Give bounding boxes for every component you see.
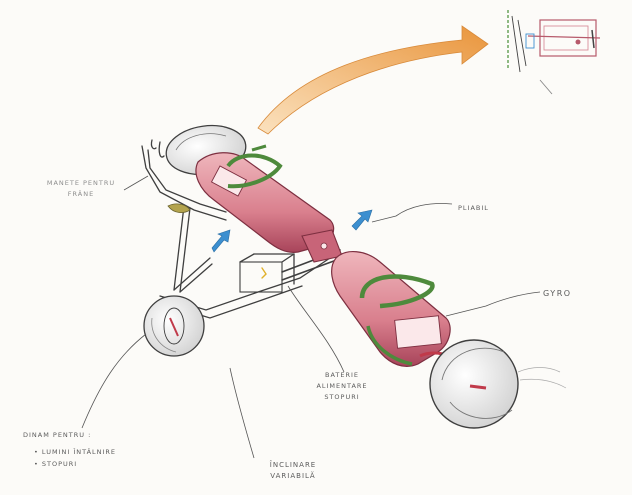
- dynamo-item-stops: • STOPURI: [34, 459, 77, 470]
- battery-label: BATERIE ALIMENTARE STOPURI: [300, 370, 384, 403]
- brake-clip: [168, 204, 190, 213]
- thumbnail-sketch: [508, 10, 600, 94]
- foldable-label: PLIABIL: [458, 203, 489, 214]
- variable-tilt-label: ÎNCLINARE VARIABILĂ: [238, 460, 348, 482]
- gyro-label: GYRO: [543, 288, 572, 299]
- brake-levers-label: MANETE PENTRU FRÂNE: [38, 178, 124, 200]
- scooter-wheel: [144, 296, 204, 356]
- dynamo-label: DINAM PENTRU :: [23, 430, 91, 441]
- dynamo-item-lights: • LUMINI ÎNTÂLNIRE: [34, 447, 116, 458]
- transform-arrow: [258, 26, 488, 134]
- lower-body: [332, 252, 451, 367]
- lower-wheel: [430, 340, 566, 428]
